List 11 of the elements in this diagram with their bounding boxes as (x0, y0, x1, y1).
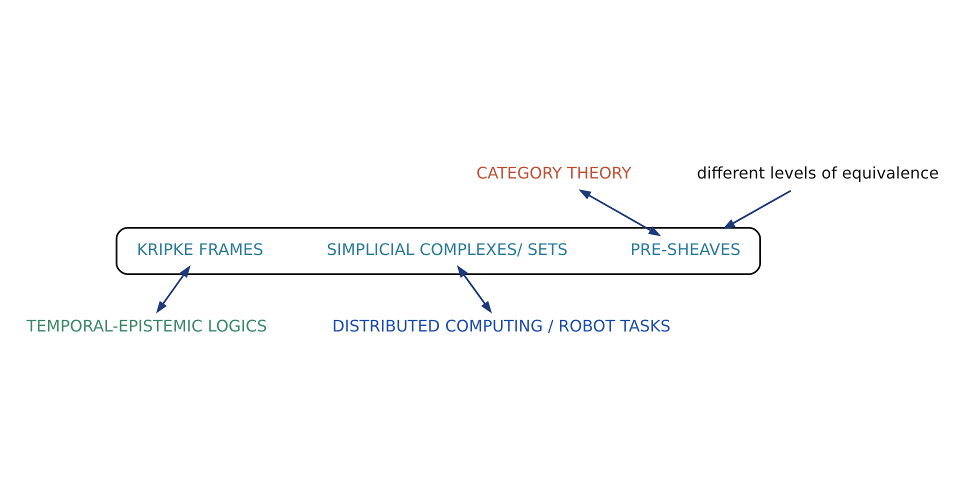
node-text: KRIPKE FRAMES (136, 239, 264, 258)
node-text: PRE-SHEAVES (630, 239, 740, 258)
node-text: different levels of equivalence (696, 162, 939, 182)
arrow (578, 188, 662, 236)
node-text: TEMPORAL-EPISTEMIC LOGICS (26, 316, 267, 335)
node-text: CATEGORY THEORY (476, 162, 632, 182)
node-text: DISTRIBUTED COMPUTING / ROBOT TASKS (332, 316, 671, 335)
arrow (722, 189, 792, 229)
node-text: SIMPLICIAL COMPLEXES/ SETS (326, 239, 568, 258)
arrow (456, 264, 492, 314)
arrow (156, 264, 191, 314)
